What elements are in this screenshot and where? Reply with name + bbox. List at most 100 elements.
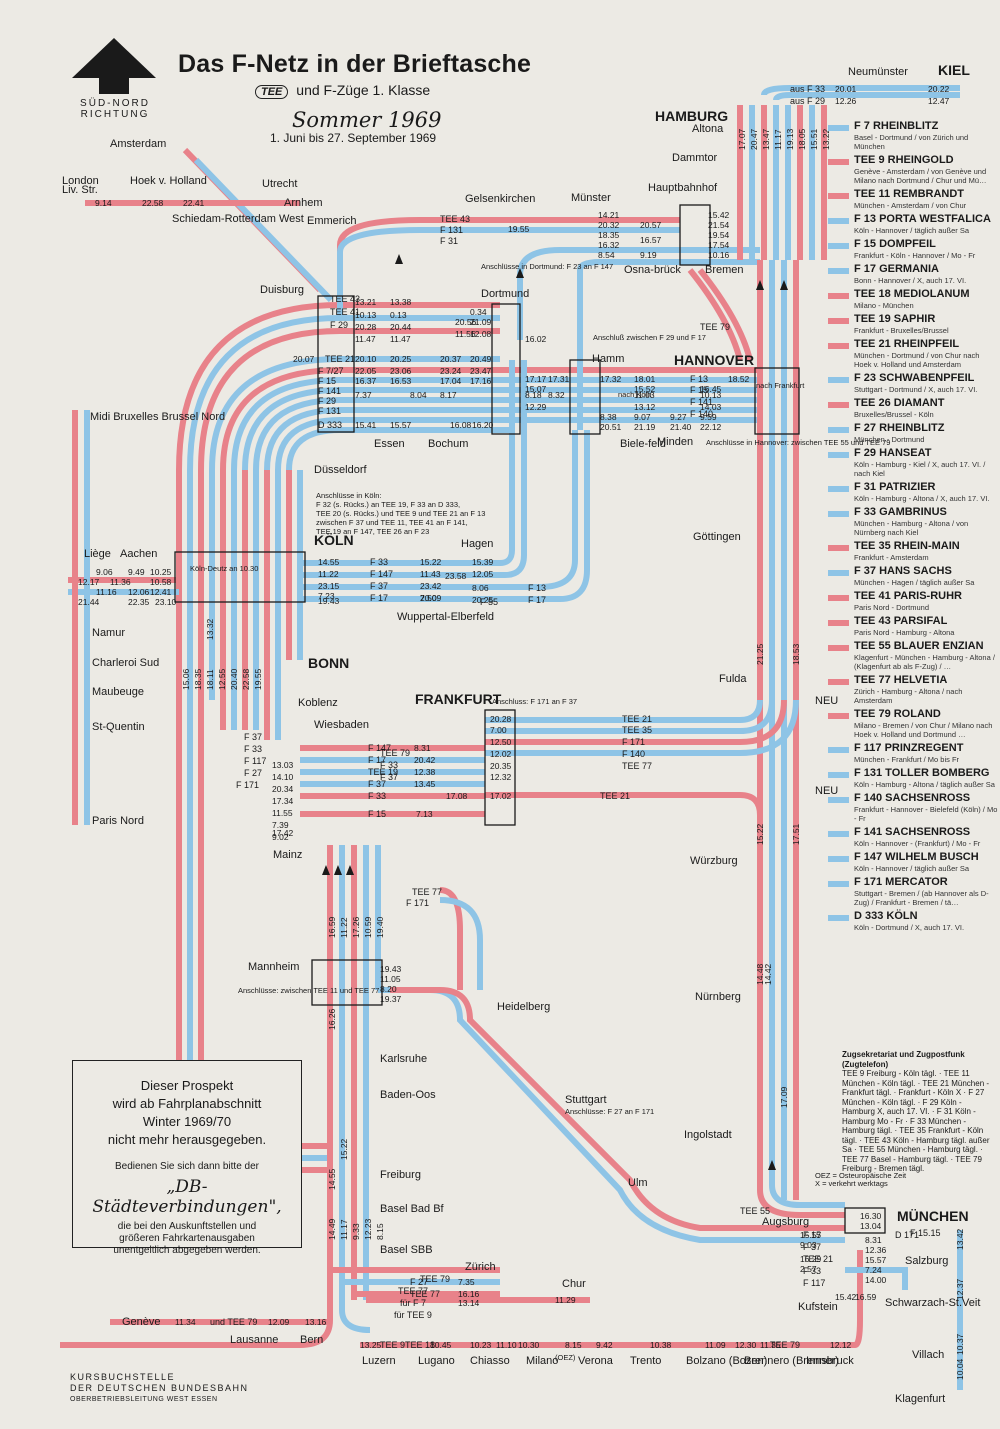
city-label-osnabrueck: Osna-brück	[624, 264, 681, 276]
departure-time: 8.20	[380, 984, 397, 994]
notice-line: unentgeltlich abgegeben werden.	[113, 1245, 261, 1256]
departure-time: 15.07	[525, 384, 547, 394]
map-annotation: (OEZ)	[555, 1353, 576, 1362]
departure-time: 10.16	[708, 250, 730, 260]
departure-time: 23.06	[390, 366, 412, 376]
notice-line: die bei den Auskunftstellen und	[117, 1221, 257, 1232]
notice-line: wird ab Fahrplanabschnitt	[112, 1096, 262, 1111]
departure-time: 0.13	[390, 310, 407, 320]
city-label-brennero: Brennero (Brenner)	[744, 1355, 839, 1367]
departure-time: 11.29	[555, 1295, 576, 1305]
train-label: für F 7	[400, 1298, 426, 1308]
train-label: F 141	[690, 397, 713, 407]
departure-time: 13.03	[272, 760, 294, 770]
vertical-time: 18.53	[791, 643, 801, 665]
departure-time: 8.32	[548, 390, 565, 400]
city-label-maubeuge: Maubeuge	[92, 686, 144, 698]
departure-time: 18.52	[728, 374, 750, 384]
train-label: F 131	[318, 406, 341, 416]
legend-route: Frankfurt - Amsterdam	[854, 553, 929, 562]
city-label-bern: Bern	[300, 1334, 323, 1346]
notice-line: Winter 1969/70	[142, 1114, 232, 1129]
city-label-charleroi: Charleroi Sud	[92, 657, 159, 669]
city-label-stquentin: St-Quentin	[92, 721, 145, 733]
page-subtitle: TEE und F-Züge 1. Klasse	[255, 82, 430, 99]
legend-route: Bonn - Hannover / X, auch 17. VI.	[854, 276, 967, 285]
departure-time: 9.02	[272, 832, 289, 842]
departure-time: 23.10	[155, 597, 177, 607]
departure-time: 12.30	[735, 1340, 757, 1350]
departure-time: 11.05	[380, 974, 401, 984]
train-label: F 17	[370, 593, 388, 603]
legend-train-name: F 29 HANSEAT	[854, 447, 932, 459]
legend-route: Genève - Amsterdam / von Genève und Mila…	[854, 167, 987, 185]
publisher-footer: KURSBUCHSTELLE DER DEUTSCHEN BUNDESBAHN …	[70, 1372, 249, 1405]
city-label-altona: Altona	[692, 123, 724, 135]
departure-time: 8.04	[410, 390, 427, 400]
city-label-bolzano: Bolzano (Bozen)	[686, 1355, 767, 1367]
notice-line: Bedienen Sie sich dann bitte der	[115, 1161, 259, 1172]
train-label: TEE 43	[440, 214, 470, 224]
train-label: TEE 21	[600, 791, 630, 801]
footer-line: DER DEUTSCHEN BUNDESBAHN	[70, 1383, 249, 1393]
departure-time: 20.07	[293, 354, 315, 364]
legend-route: München - Dortmund	[854, 435, 925, 444]
notice-booklet-title: „DB-Städteverbindungen",	[92, 1177, 282, 1217]
city-label-hauptbahnhof: Hauptbahnhof	[648, 182, 718, 194]
city-label-kiel: KIEL	[938, 62, 970, 78]
vertical-time: 17.07	[737, 128, 747, 150]
departure-time: 12.17	[78, 577, 100, 587]
vertical-time: 14.49	[327, 1218, 337, 1240]
legend-swatch	[828, 797, 849, 803]
departure-time: 15.22	[420, 557, 442, 567]
legend-train-name: F 7 RHEINBLITZ	[854, 120, 939, 132]
train-label: TEE 77	[410, 1289, 440, 1299]
city-label-duisburg: Duisburg	[260, 284, 304, 296]
departure-time: 15.42	[835, 1292, 857, 1302]
arrow-icons	[322, 254, 788, 1170]
departure-time: 18.35	[598, 230, 620, 240]
train-label: TEE 41	[330, 307, 360, 317]
departure-time: 8.38	[600, 412, 617, 422]
legend-train-name: F 131 TOLLER BOMBERG	[854, 767, 990, 779]
train-label: F 29	[330, 320, 348, 330]
departure-time: 2.57	[800, 1264, 817, 1274]
departure-time: 17.54	[708, 240, 730, 250]
city-label-duesseldorf: Düsseldorf	[314, 464, 368, 476]
legend-train-name: TEE 19 SAPHIR	[854, 313, 936, 325]
departure-time: 11.09	[705, 1340, 726, 1350]
footer-line: KURSBUCHSTELLE	[70, 1372, 176, 1382]
city-label-koeln: KÖLN	[314, 532, 354, 548]
train-label: F 33	[370, 557, 388, 567]
map-annotation: Anschluß zwischen F 29 und F 17	[593, 333, 706, 342]
train-label: TEE 21	[803, 1254, 833, 1264]
departure-time: 9.07	[634, 412, 651, 422]
departure-time: 7.23	[318, 591, 335, 601]
departure-time: 23.42	[420, 581, 442, 591]
train-label: F 15	[368, 809, 386, 819]
departure-time: 10.58	[150, 577, 172, 587]
departure-time: 8.06	[472, 583, 489, 593]
departure-time: 12.38	[414, 767, 436, 777]
departure-time: 11.47	[390, 334, 411, 344]
vertical-time: 9.33	[351, 1223, 361, 1240]
departure-time: 19.55	[508, 224, 530, 234]
legend-train-name: TEE 26 DIAMANT	[854, 397, 945, 409]
train-label: F 13	[528, 583, 546, 593]
train-label: F 33	[803, 1266, 821, 1276]
legend-train-name: F 37 HANS SACHS	[854, 565, 952, 577]
departure-time: 20.56	[455, 317, 477, 327]
train-label: TEE 18	[405, 1340, 435, 1350]
city-label-villach: Villach	[912, 1349, 944, 1361]
city-label-karlsruhe: Karlsruhe	[380, 1053, 427, 1065]
map-annotation: Anschluss: F 171 an F 37	[492, 697, 577, 706]
departure-time: 8.31	[414, 743, 431, 753]
train-label: TEE 77	[622, 761, 652, 771]
departure-time: 14.21	[598, 210, 620, 220]
